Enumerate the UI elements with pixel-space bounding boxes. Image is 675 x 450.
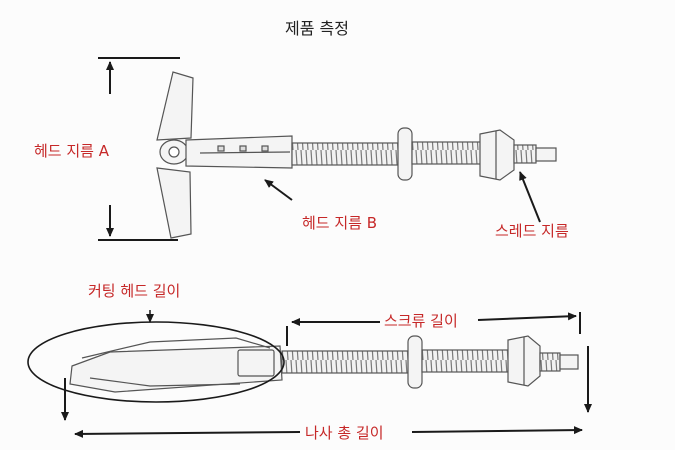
- label-head-diameter-b: 헤드 지름 B: [302, 214, 378, 232]
- top-bolt: [156, 71, 557, 239]
- bottom-washer: [407, 335, 423, 389]
- total-length-arrow-right: [411, 426, 583, 435]
- cutting-head-ellipse: [27, 321, 285, 403]
- label-head-diameter-a: 헤드 지름 A: [34, 142, 109, 160]
- top-washer: [397, 127, 413, 181]
- bottom-measure-lines: [27, 310, 592, 438]
- label-cutting-head-length: 커팅 헤드 길이: [88, 282, 181, 300]
- label-total-length: 나사 총 길이: [305, 424, 384, 442]
- total-length-arrow-left: [74, 429, 301, 438]
- label-screw-length: 스크류 길이: [384, 312, 458, 330]
- top-nut: [479, 129, 515, 181]
- top-wing-lower: [156, 167, 192, 239]
- bottom-screw-shaft: [281, 350, 413, 374]
- bottom-bolt: [69, 335, 579, 393]
- top-measure-lines: [98, 57, 541, 241]
- top-wing-upper: [156, 71, 194, 141]
- top-screw-shaft: [291, 142, 403, 166]
- thread-leader: [519, 171, 541, 223]
- screw-length-arrow-right: [477, 312, 577, 321]
- head-b-leader: [264, 179, 293, 201]
- label-thread-diameter: 스레드 지름: [495, 222, 569, 240]
- diagram-title: 제품 측정: [285, 19, 349, 38]
